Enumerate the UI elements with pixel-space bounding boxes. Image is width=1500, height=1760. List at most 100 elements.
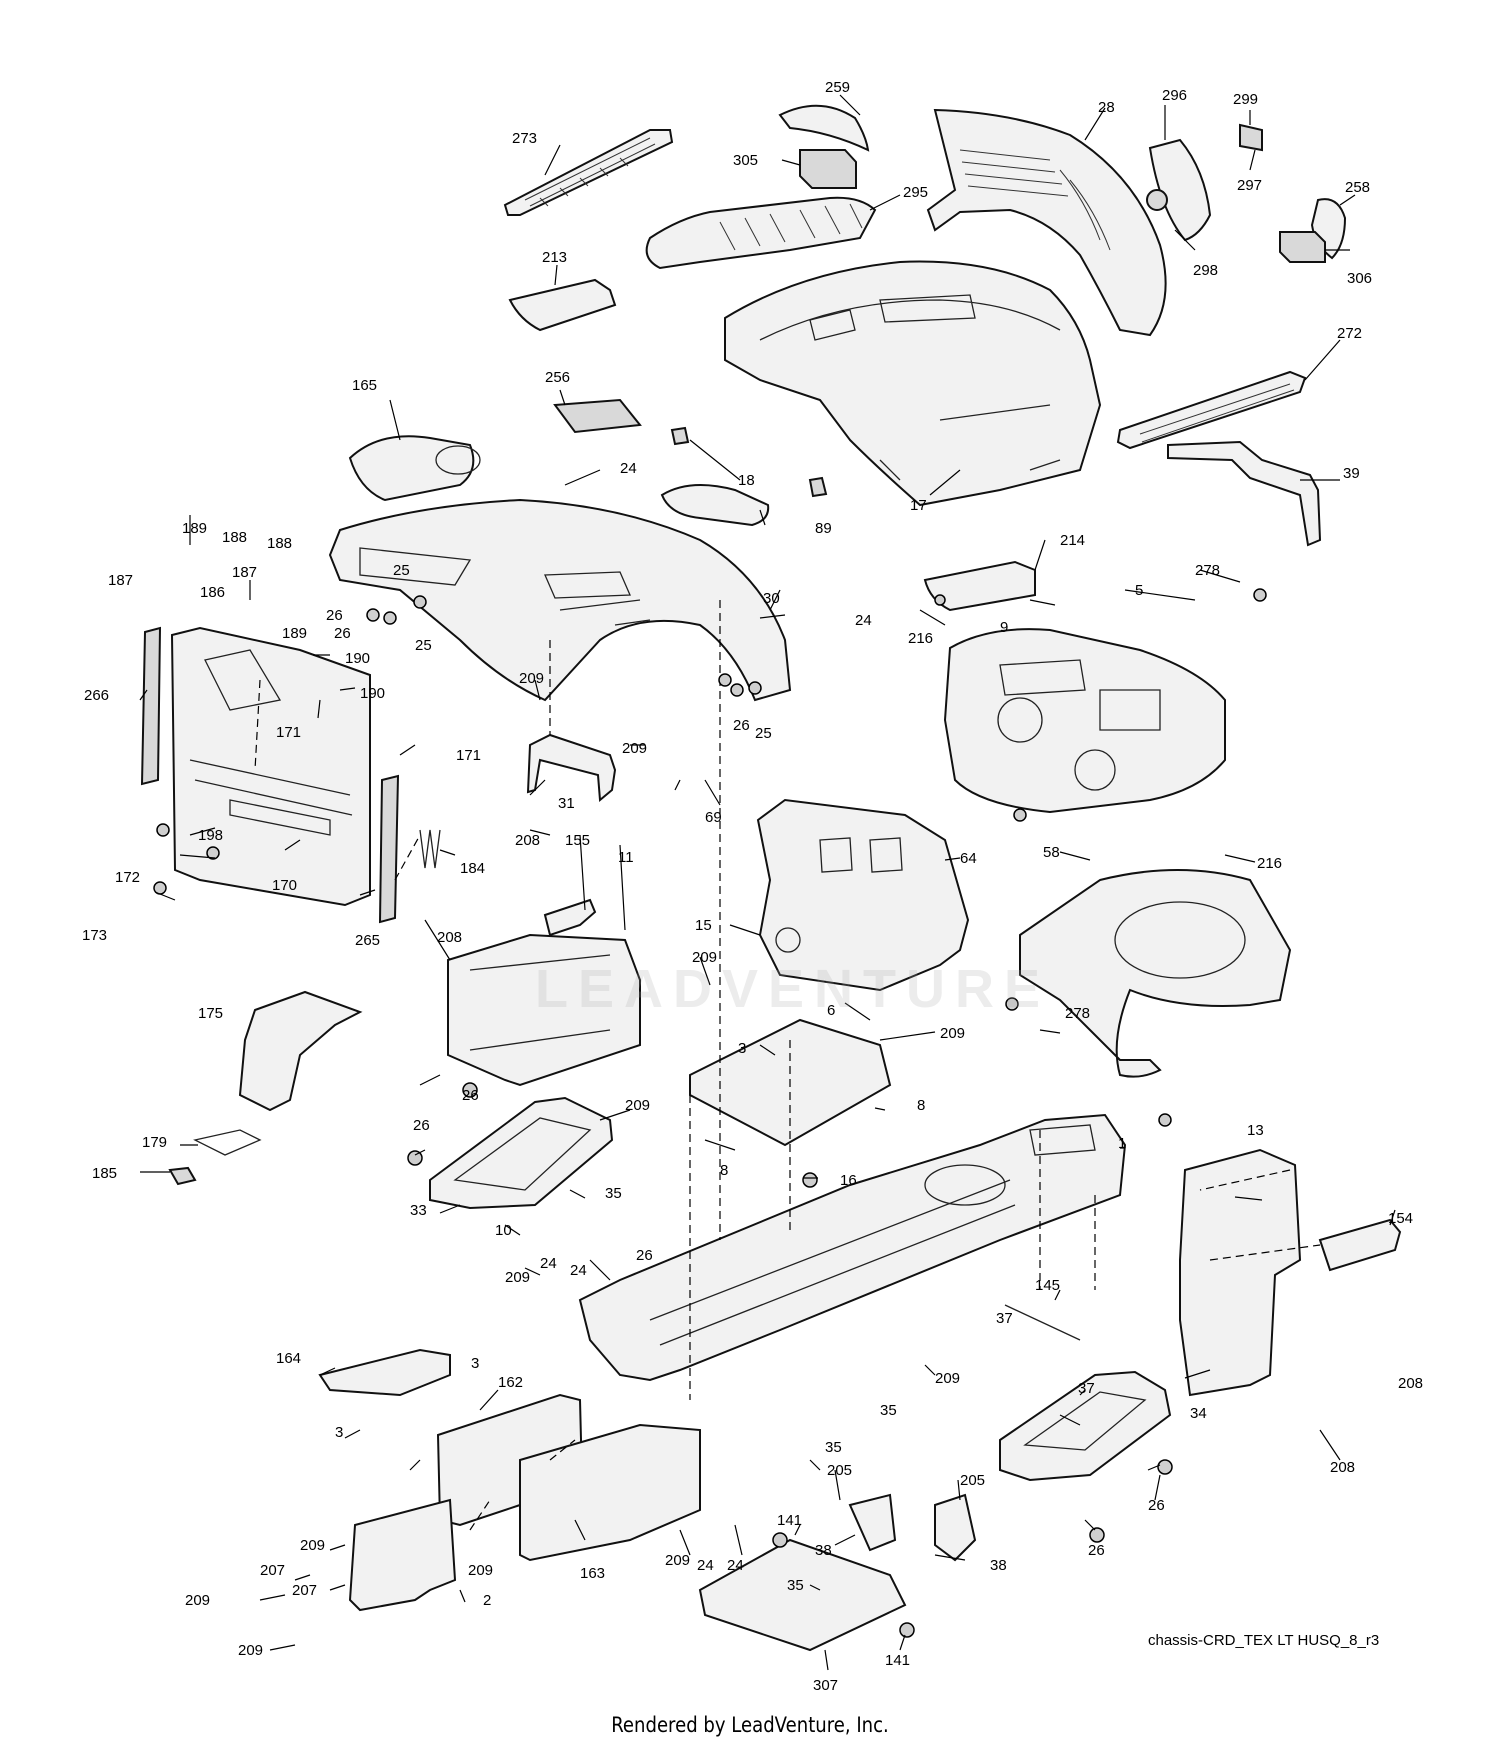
callout-188a: 188 <box>222 529 247 546</box>
callout-172: 172 <box>115 869 140 886</box>
callout-273: 273 <box>512 130 537 147</box>
callout-184: 184 <box>460 860 485 877</box>
callout-15: 15 <box>695 917 712 934</box>
part-272-vents <box>1139 383 1295 443</box>
callout-11: 11 <box>618 849 634 866</box>
callout-164: 164 <box>276 1350 301 1367</box>
part-9-key <box>1074 749 1116 791</box>
callout-9: 9 <box>1000 619 1008 636</box>
callout-187b: 187 <box>232 564 257 581</box>
part-28-vents <box>959 149 1111 251</box>
part-18-strip <box>670 426 690 446</box>
part-89-pad <box>660 484 770 527</box>
part-165-cup <box>435 445 481 475</box>
callout-35d: 35 <box>787 1577 804 1594</box>
callout-207a: 207 <box>260 1562 285 1579</box>
callout-25b: 25 <box>415 637 432 654</box>
callout-209j: 209 <box>185 1592 210 1609</box>
part-163-plate <box>519 1423 701 1562</box>
callout-13: 13 <box>1247 1122 1264 1139</box>
part-1-opening <box>924 1164 1006 1206</box>
callout-305: 305 <box>733 152 758 169</box>
callout-64: 64 <box>960 850 977 867</box>
callout-24e: 24 <box>697 1557 714 1574</box>
callout-5: 5 <box>1135 582 1143 599</box>
callout-190a: 190 <box>345 650 370 667</box>
part-58-opening <box>1114 901 1246 979</box>
callout-296: 296 <box>1162 87 1187 104</box>
callout-171a: 171 <box>276 724 301 741</box>
part-11-plate <box>447 933 641 1087</box>
callout-8b: 8 <box>720 1162 728 1179</box>
part-17-hood <box>724 260 1102 507</box>
part-179-lever <box>193 1129 262 1156</box>
callout-209g: 209 <box>935 1370 960 1387</box>
callout-208d: 208 <box>1330 1459 1355 1476</box>
callout-17: 17 <box>910 497 927 514</box>
callout-175: 175 <box>198 1005 223 1022</box>
callout-209d: 209 <box>940 1025 965 1042</box>
part-175-deflector <box>238 990 363 1112</box>
callout-272: 272 <box>1337 325 1362 342</box>
part-17-details <box>759 294 1061 481</box>
callout-3c: 3 <box>335 1424 343 1441</box>
callout-209i: 209 <box>468 1562 493 1579</box>
callout-297: 297 <box>1237 177 1262 194</box>
part-33-footplate <box>429 1096 614 1210</box>
callout-25a: 25 <box>393 562 410 579</box>
part-305-housing <box>799 149 857 189</box>
callout-37a: 37 <box>996 1310 1013 1327</box>
callout-31: 31 <box>558 795 575 812</box>
part-9-details <box>999 659 1161 731</box>
fasteners <box>153 588 1267 1638</box>
part-164-plate <box>318 1348 451 1397</box>
part-145-rod <box>1004 1304 1081 1341</box>
callout-38b: 38 <box>990 1557 1007 1574</box>
part-64-cover <box>756 798 970 992</box>
callout-26c: 26 <box>733 717 750 734</box>
callout-186: 186 <box>200 584 225 601</box>
callout-26b: 26 <box>334 625 351 642</box>
callout-278b: 278 <box>1065 1005 1090 1022</box>
callout-16: 16 <box>840 1172 857 1189</box>
callout-3b: 3 <box>471 1355 479 1372</box>
callout-26g: 26 <box>1148 1497 1165 1514</box>
part-259-lens <box>778 104 870 152</box>
callout-209b: 209 <box>622 740 647 757</box>
part-273-vents <box>524 137 656 207</box>
part-298-knob <box>1146 189 1168 211</box>
callout-24a: 24 <box>620 460 637 477</box>
callout-185: 185 <box>92 1165 117 1182</box>
callout-205a: 205 <box>827 1462 852 1479</box>
part-154-bracket <box>1318 1218 1402 1272</box>
callout-216a: 216 <box>908 630 933 647</box>
credit-line: Rendered by LeadVenture, Inc. <box>611 1713 889 1737</box>
callout-1: 1 <box>1118 1135 1126 1152</box>
part-30-details <box>359 547 651 626</box>
part-185-handle <box>168 1166 197 1186</box>
callout-189b: 189 <box>282 625 307 642</box>
part-31-bracket <box>526 733 617 803</box>
callout-24b: 24 <box>855 612 872 629</box>
part-170-details <box>189 649 353 836</box>
callout-209e: 209 <box>625 1097 650 1114</box>
callout-209h: 209 <box>300 1537 325 1554</box>
part-33-inner <box>453 1117 592 1191</box>
callout-188b: 188 <box>267 535 292 552</box>
callout-295: 295 <box>903 184 928 201</box>
callout-141b: 141 <box>885 1652 910 1669</box>
part-9-console <box>943 628 1226 814</box>
callout-278a: 278 <box>1195 562 1220 579</box>
part-28-grille <box>926 108 1167 337</box>
callout-265: 265 <box>355 932 380 949</box>
callout-labels: 259 273 305 28 296 299 297 295 258 298 3… <box>82 79 1423 1694</box>
callout-209c: 209 <box>692 949 717 966</box>
part-18b-strip <box>808 476 828 498</box>
part-295-vents <box>719 203 863 251</box>
callout-190b: 190 <box>360 685 385 702</box>
diagram-id: chassis-CRD_TEX LT HUSQ_8_r3 <box>1148 1632 1380 1649</box>
part-295-dash <box>645 196 877 270</box>
callout-307: 307 <box>813 1677 838 1694</box>
callout-26f: 26 <box>636 1247 653 1264</box>
